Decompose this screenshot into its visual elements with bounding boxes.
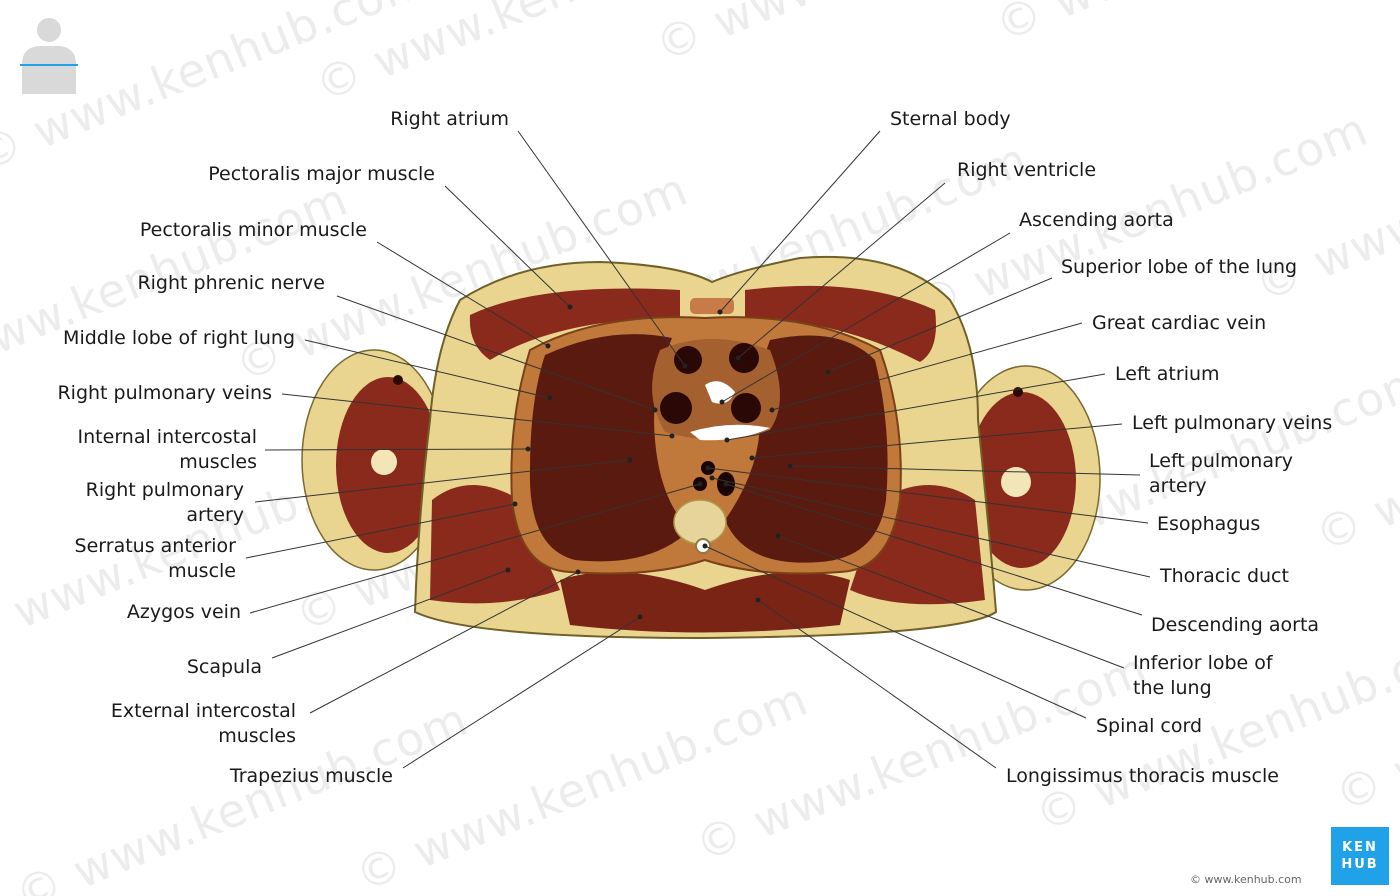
label-longissimus-thoracis-muscle: Longissimus thoracis muscle: [1006, 765, 1279, 787]
leader-left-pulmonary-veins: [751, 423, 1123, 459]
leader-left-pulmonary-artery: [789, 465, 1141, 476]
leader-endpoints: [505, 304, 831, 620]
leader-internal-intercostal-muscles: [264, 448, 529, 451]
logo-line-1: KEN: [1342, 840, 1378, 855]
leader-right-atrium: [517, 130, 686, 367]
leader-right-phrenic-nerve: [336, 295, 656, 411]
label-line-1: Right pulmonary: [85, 479, 244, 501]
paraspinal-muscles: [560, 572, 850, 633]
label-great-cardiac-vein: Great cardiac vein: [1092, 312, 1267, 334]
sternum: [690, 298, 734, 314]
leader-spinal-cord: [704, 545, 1087, 719]
right-atrium-chamber: [674, 346, 702, 374]
label-right-pulmonary-artery: Right pulmonary artery: [86, 478, 244, 528]
leader-scapula: [271, 569, 509, 659]
label-line-2: muscle: [168, 560, 236, 582]
leader-pectoralis-minor-muscle: [376, 241, 549, 347]
label-spinal-cord: Spinal cord: [1096, 715, 1203, 737]
leader-great-cardiac-vein: [771, 322, 1083, 411]
leader-pectoralis-major-muscle: [444, 185, 571, 308]
label-line-2: muscles: [218, 725, 296, 747]
leader-esophagus: [707, 467, 1149, 524]
vertebral-body: [673, 499, 727, 545]
leader-right-pulmonary-veins: [281, 393, 673, 437]
label-right-phrenic-nerve: Right phrenic nerve: [137, 272, 325, 294]
leader-trapezius-muscle: [402, 616, 641, 769]
label-line-1: Internal intercostal: [77, 426, 257, 448]
label-right-ventricle: Right ventricle: [957, 159, 1097, 181]
label-external-intercostal-muscles: External intercostal muscles: [111, 699, 296, 749]
label-scapula: Scapula: [186, 656, 262, 678]
footer-url: © www.kenhub.com: [1190, 873, 1302, 886]
label-line-2: muscles: [179, 451, 257, 473]
label-line-1: Left pulmonary: [1149, 450, 1294, 472]
leader-ascending-aorta: [721, 232, 1011, 403]
label-middle-lobe-of-right-lung: Middle lobe of right lung: [63, 327, 295, 349]
label-left-pulmonary-veins: Left pulmonary veins: [1132, 412, 1333, 434]
air-pocket: [705, 381, 735, 404]
pulmonary-trunk: [731, 393, 761, 423]
leader-thoracic-duct: [711, 477, 1151, 578]
label-right-pulmonary-veins: Right pulmonary veins: [57, 382, 272, 404]
air-pocket-2: [690, 424, 770, 441]
leader-longissimus-thoracis-muscle: [757, 599, 997, 769]
label-esophagus: Esophagus: [1157, 513, 1261, 535]
label-pectoralis-minor-muscle: Pectoralis minor muscle: [139, 219, 367, 241]
human-torso-silhouette-icon: [20, 18, 78, 94]
leader-superior-lobe-of-the-lung: [827, 277, 1053, 373]
aortic-root: [660, 392, 692, 424]
leader-inferior-lobe-of-the-lung: [777, 535, 1125, 669]
label-left-atrium: Left atrium: [1115, 363, 1220, 385]
leader-external-intercostal-muscles: [309, 571, 579, 714]
leader-lines: [245, 130, 1151, 769]
label-ascending-aorta: Ascending aorta: [1019, 209, 1174, 231]
label-line-2: the lung: [1133, 677, 1212, 699]
label-serratus-anterior-muscle: Serratus anterior muscle: [75, 534, 236, 584]
label-line-1: External intercostal: [110, 700, 296, 722]
label-line-2: artery: [186, 504, 244, 526]
label-descending-aorta: Descending aorta: [1151, 614, 1320, 636]
label-left-pulmonary-artery: Left pulmonary artery: [1149, 449, 1293, 499]
label-pectoralis-major-muscle: Pectoralis major muscle: [208, 163, 435, 185]
label-line-1: Serratus anterior: [74, 535, 236, 557]
leader-left-atrium: [726, 373, 1106, 441]
leader-middle-lobe-of-right-lung: [304, 339, 551, 399]
label-superior-lobe-of-the-lung: Superior lobe of the lung: [1061, 256, 1298, 278]
right-ventricle-chamber: [729, 343, 759, 373]
leader-serratus-anterior-muscle: [245, 503, 516, 559]
label-trapezius-muscle: Trapezius muscle: [229, 765, 393, 787]
label-thoracic-duct: Thoracic duct: [1160, 565, 1289, 587]
leader-sternal-body: [719, 130, 881, 313]
label-internal-intercostal-muscles: Internal intercostal muscles: [78, 425, 257, 475]
kenhub-logo: KEN HUB: [1331, 827, 1389, 885]
leader-azygos-vein: [249, 483, 701, 614]
label-inferior-lobe-of-the-lung: Inferior lobe of the lung: [1133, 651, 1273, 701]
label-right-atrium: Right atrium: [390, 108, 509, 130]
label-line-1: Inferior lobe of: [1133, 652, 1273, 674]
label-azygos-vein: Azygos vein: [126, 601, 241, 623]
label-sternal-body: Sternal body: [890, 108, 1011, 130]
left-arm-section: [301, 349, 447, 571]
label-line-2: artery: [1149, 475, 1207, 497]
logo-line-2: HUB: [1341, 857, 1379, 872]
leader-right-ventricle: [737, 182, 946, 359]
leader-right-pulmonary-artery: [254, 459, 631, 503]
pectoralis-major-region: [469, 288, 680, 360]
leader-descending-aorta: [725, 483, 1143, 616]
right-lung: [529, 334, 690, 562]
